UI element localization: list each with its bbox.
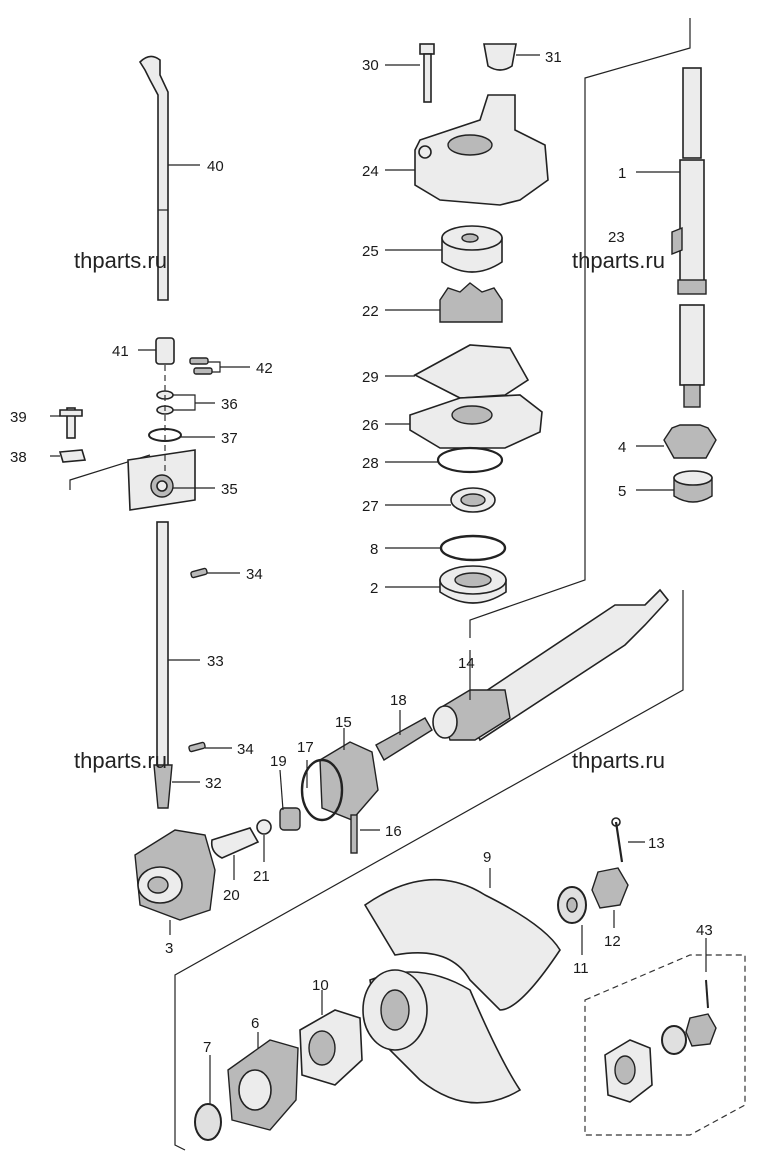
leader-lines [50,54,707,1105]
callout-14: 14 [458,655,475,672]
callout-23: 23 [608,229,625,246]
callout-12: 12 [604,933,621,950]
callout-4: 4 [618,439,626,456]
callout-34-upper: 34 [246,566,263,583]
callout-41: 41 [112,343,129,360]
callout-13: 13 [648,835,665,852]
callout-42: 42 [256,360,273,377]
callout-10: 10 [312,977,329,994]
callout-35: 35 [221,481,238,498]
callout-3: 3 [165,940,173,957]
callout-22: 22 [362,303,379,320]
callout-2: 2 [370,580,378,597]
propeller [194,878,561,1141]
callout-17: 17 [297,739,314,756]
callout-31: 31 [545,49,562,66]
callout-16: 16 [385,823,402,840]
watermark-bottom-left: thparts.ru [74,748,167,773]
shift-rod-lower [153,521,208,809]
callout-29: 29 [362,369,379,386]
callout-21: 21 [253,868,270,885]
callout-28: 28 [362,455,379,472]
shift-rod-connector [58,337,213,511]
assembly-line-left [69,454,151,490]
callout-8: 8 [370,541,378,558]
callout-43: 43 [696,922,713,939]
callout-9: 9 [483,849,491,866]
callout-26: 26 [362,417,379,434]
callout-11: 11 [573,960,589,977]
callout-36: 36 [221,396,238,413]
forward-gear [134,829,216,921]
bearing-stack [439,487,507,604]
water-pump-housing [414,43,549,206]
callout-37: 37 [221,430,238,447]
callout-25: 25 [362,243,379,260]
shift-rod-upper [138,55,169,301]
callout-1: 1 [618,165,626,182]
callout-24: 24 [362,163,379,180]
prop-hardware [557,817,629,924]
watermark-top-left: thparts.ru [74,248,167,273]
kit-43-box [584,954,746,1136]
watermark-top-right: thparts.ru [572,248,665,273]
propeller-shaft [210,588,670,859]
callout-6: 6 [251,1015,259,1032]
callout-5: 5 [618,483,626,500]
callout-30: 30 [362,57,379,74]
watermark-bottom-right: thparts.ru [572,748,665,773]
water-pump-internals [409,225,543,474]
callout-18: 18 [390,692,407,709]
assembly-line-top-right [469,18,691,638]
callout-15: 15 [335,714,352,731]
kit-43-contents [604,979,717,1103]
callout-20: 20 [223,887,240,904]
drive-shaft [663,67,717,503]
assembly-line-middle [174,590,684,1151]
callout-34-lower: 34 [237,741,254,758]
callout-19: 19 [270,753,287,770]
callout-27: 27 [362,498,379,515]
callout-32: 32 [205,775,222,792]
callout-38: 38 [10,449,27,466]
callout-40: 40 [207,158,224,175]
callout-7: 7 [203,1039,211,1056]
callout-33: 33 [207,653,224,670]
callout-39: 39 [10,409,27,426]
